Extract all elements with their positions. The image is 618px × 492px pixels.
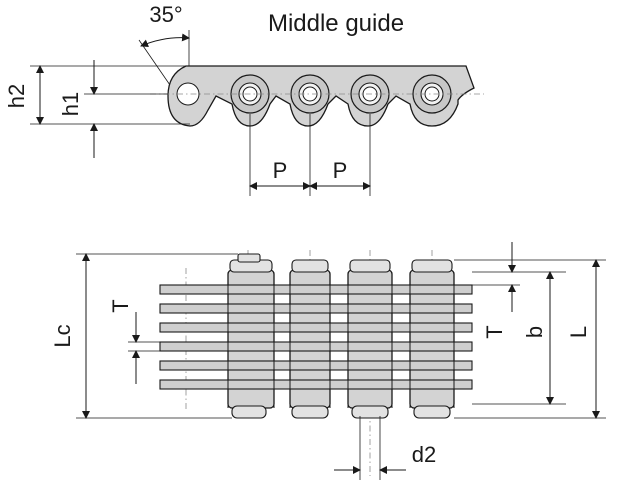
d2-label: d2	[412, 442, 436, 467]
view-title: Middle guide	[268, 10, 404, 37]
d2-dimension: d2	[334, 416, 436, 480]
height-dimensions: h2 h1	[4, 60, 190, 158]
pitch-label-left: P	[273, 158, 288, 183]
pin	[290, 74, 330, 114]
pitch-label-right: P	[333, 158, 348, 183]
chain-side-profile	[167, 65, 475, 127]
plan-view: Lc T T b L	[50, 242, 606, 480]
guide-strips	[159, 284, 473, 390]
link-plates	[227, 253, 455, 419]
b-label: b	[522, 326, 547, 338]
h2-label: h2	[4, 84, 29, 108]
l-label: L	[566, 326, 591, 338]
angle-dimension: 35°	[138, 2, 190, 89]
right-dimensions: T b L	[454, 242, 606, 419]
angle-label: 35°	[149, 2, 182, 27]
side-view: Middle guide 35°	[4, 2, 484, 196]
t-right-label: T	[482, 325, 507, 338]
pitch-dimensions: P P	[249, 114, 371, 196]
t-left-dimension: T	[108, 299, 160, 384]
h1-label: h1	[58, 92, 83, 116]
plate-edges	[227, 285, 455, 408]
lc-label: Lc	[50, 324, 75, 347]
pin	[412, 74, 452, 114]
lc-dimension: Lc	[50, 253, 238, 419]
t-left-label: T	[108, 299, 133, 312]
